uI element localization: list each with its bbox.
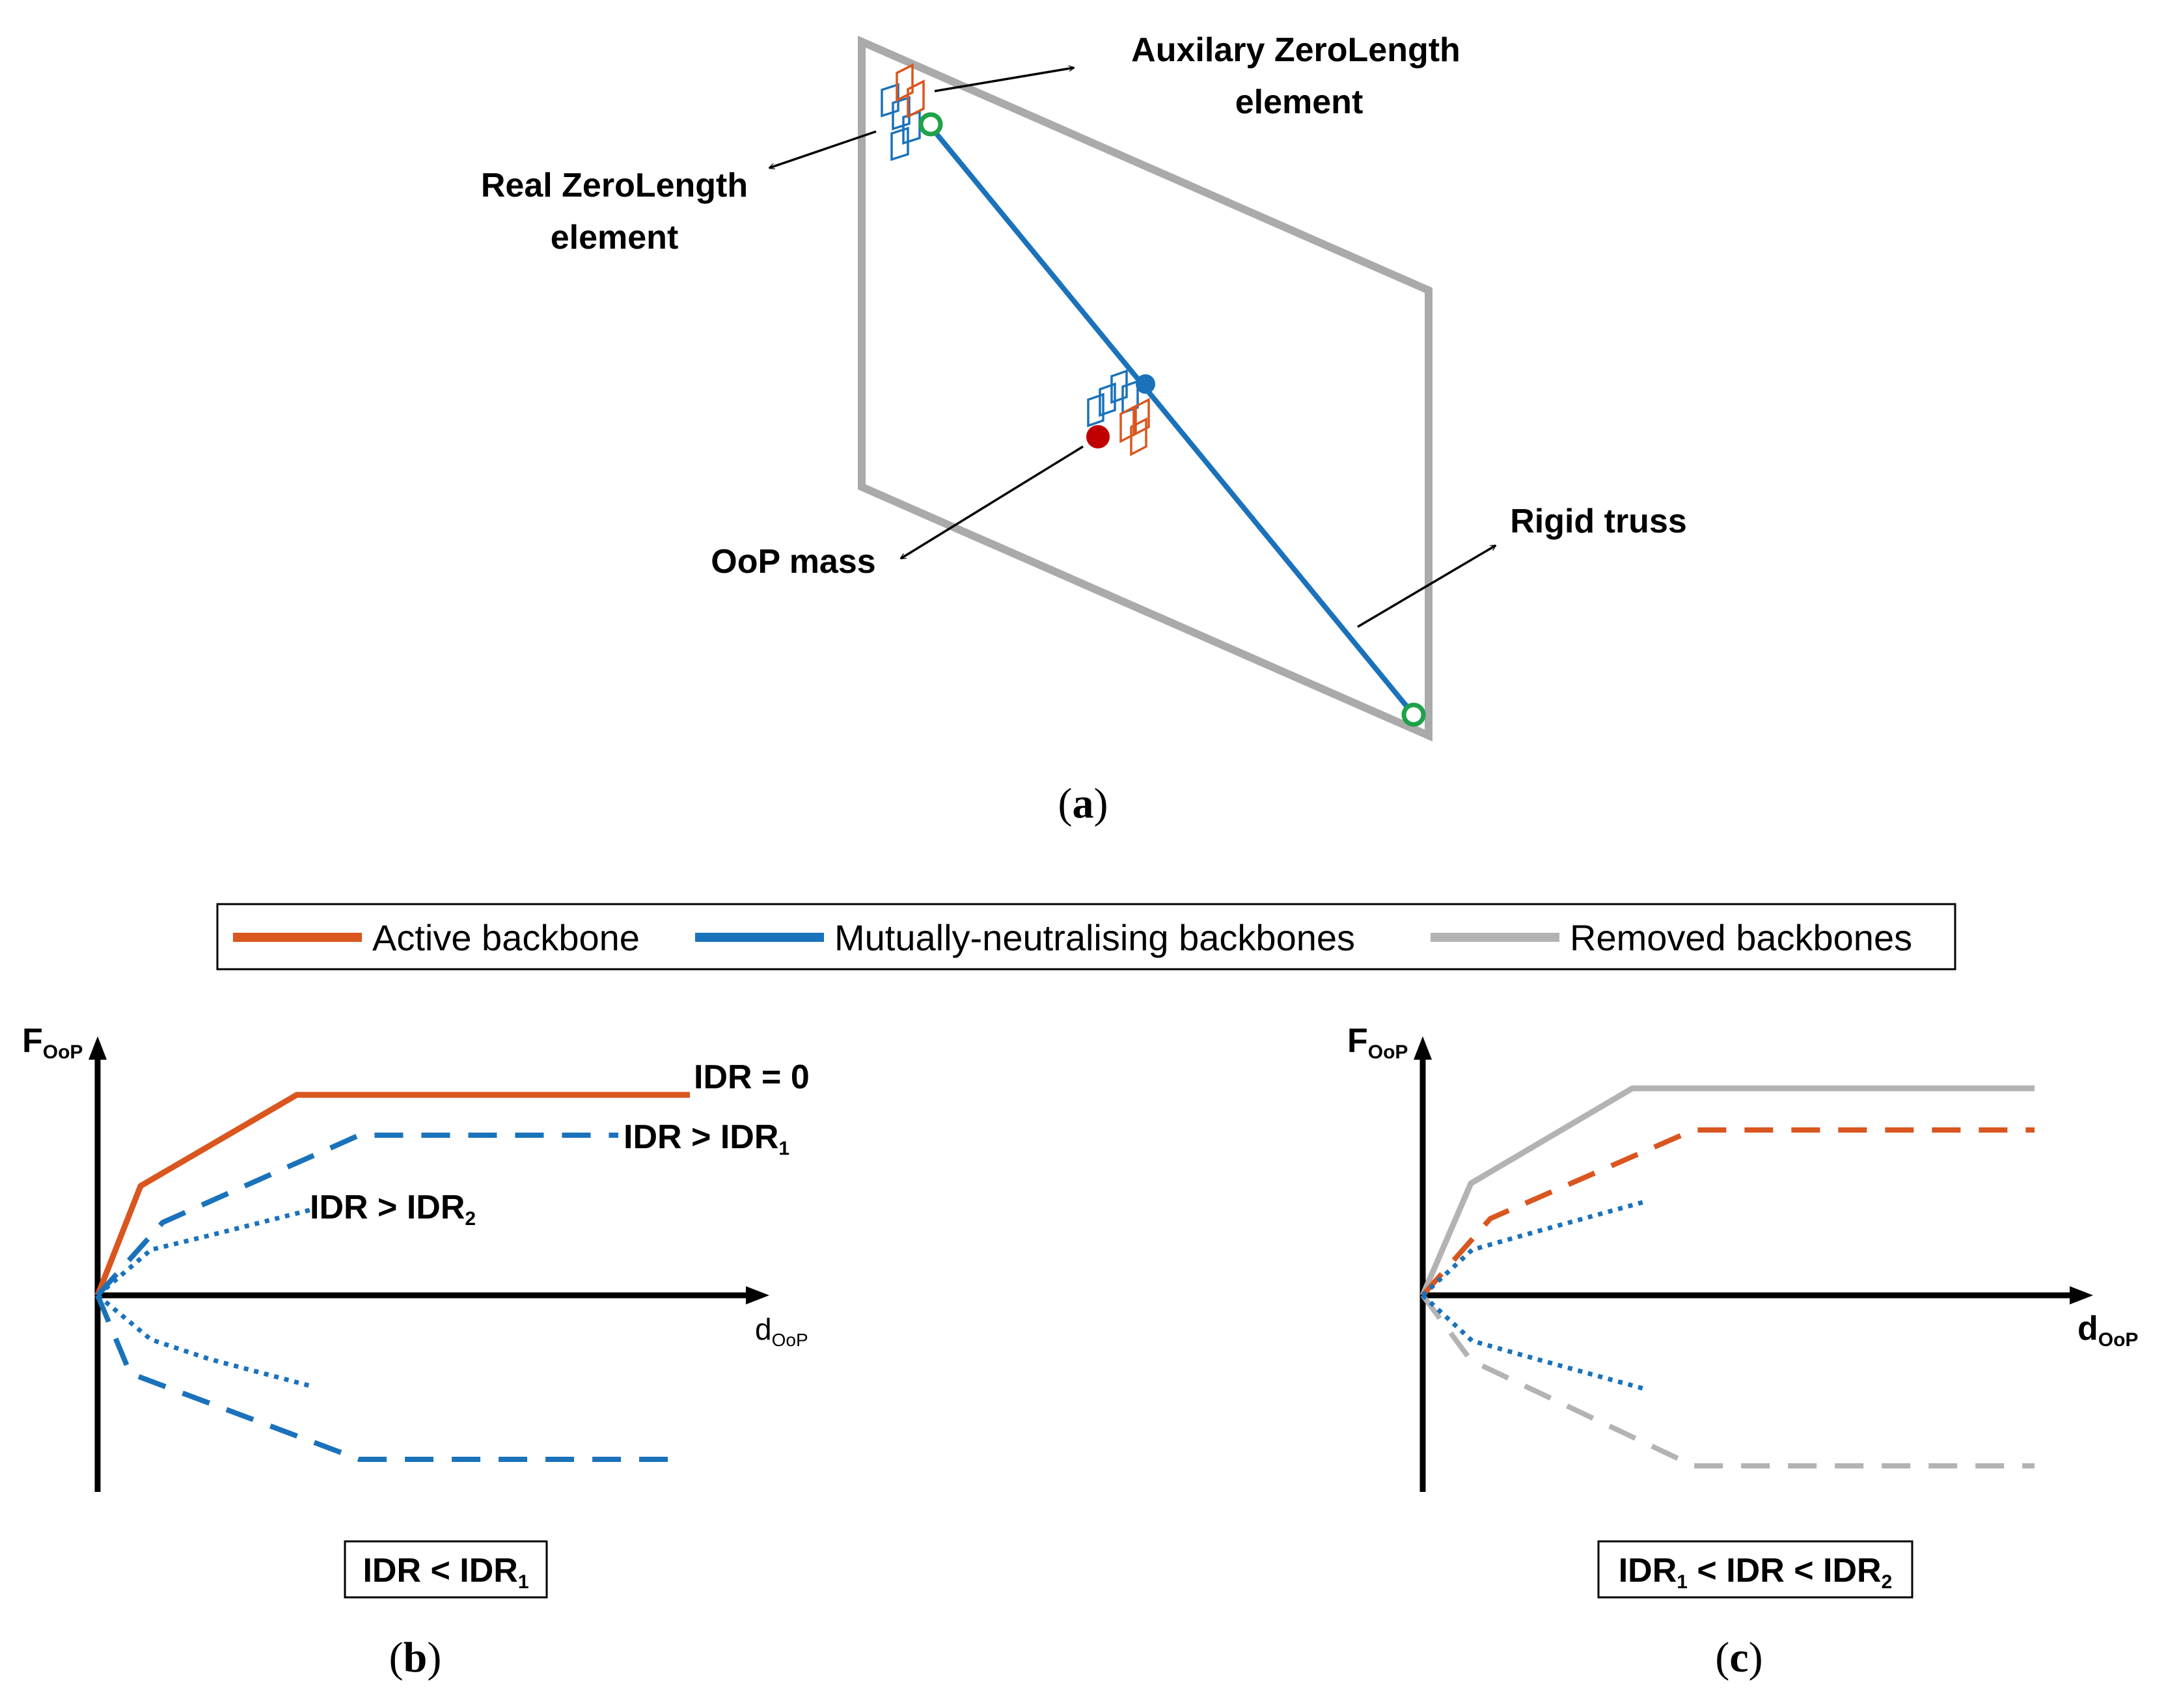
middle-real-zerolength-icon xyxy=(1087,369,1139,428)
panel-b-x-arrowhead xyxy=(746,1286,769,1304)
caption-a: (a) xyxy=(1058,780,1108,827)
legend-label-neutral: Mutually-neutralising backbones xyxy=(834,917,1355,958)
oop-mass-node xyxy=(1086,425,1110,448)
panel-b: FOoP dOoP IDR = 0 IDR > IDR1 IDR > IDR2 … xyxy=(22,1022,810,1681)
rigid-truss-label: Rigid truss xyxy=(1510,503,1687,540)
auxiliary-label-line2: element xyxy=(1235,83,1364,121)
panel-c-curve-neutral-upper xyxy=(1421,1199,1646,1297)
panel-c-y-label: FOoP xyxy=(1347,1022,1408,1063)
legend-label-removed: Removed backbones xyxy=(1570,917,1912,958)
panel-c-x-arrowhead xyxy=(2070,1286,2093,1304)
middle-auxiliary-zerolength-icon xyxy=(1119,398,1150,456)
panel-b-label-idr2: IDR > IDR2 xyxy=(310,1189,476,1230)
panel-b-label-idr1: IDR > IDR1 xyxy=(624,1118,789,1159)
top-node xyxy=(918,112,943,137)
panel-c-y-arrowhead xyxy=(1414,1036,1432,1060)
panel-b-curve-idr0 xyxy=(94,1092,690,1297)
real-label-line2: element xyxy=(551,219,679,256)
panel-c-curve-neutral-lower xyxy=(1421,1293,1646,1392)
real-label-line1: Real ZeroLength xyxy=(481,167,748,204)
panel-c-condition-box xyxy=(1597,1540,1913,1599)
panel-b-y-label: FOoP xyxy=(22,1022,83,1063)
oop-mass-pointer-arrow xyxy=(901,445,1084,560)
legend: Active backbone Mutually-neutralising ba… xyxy=(216,903,1956,971)
truss-mid-node xyxy=(1136,374,1155,394)
caption-c: (c) xyxy=(1715,1634,1762,1681)
panel-c-condition-text: IDR1 < IDR < IDR2 xyxy=(1619,1552,1893,1593)
real-zerolength-element-icon xyxy=(881,83,921,161)
panel-c-curve-removed-lower xyxy=(1420,1293,2035,1468)
panel-b-curve-idr2-lower xyxy=(96,1293,313,1389)
oop-mass-label: OoP mass xyxy=(711,543,875,581)
panel-b-label-idr0: IDR = 0 xyxy=(694,1058,810,1096)
auxiliary-label-line1: Auxilary ZeroLength xyxy=(1131,31,1460,69)
panel-b-condition-text: IDR < IDR1 xyxy=(363,1552,528,1593)
panel-b-curve-idr1-upper xyxy=(96,1133,618,1297)
auxiliary-pointer-arrow xyxy=(934,68,1074,92)
panel-b-y-arrowhead xyxy=(89,1036,107,1060)
panel-b-curve-idr1-lower xyxy=(95,1294,685,1462)
caption-b: (b) xyxy=(389,1634,442,1681)
auxiliary-zerolength-element-icon xyxy=(896,63,925,118)
legend-label-active: Active backbone xyxy=(372,917,640,958)
panel-c-x-label: dOoP xyxy=(2077,1310,2138,1351)
panel-c-curve-removed-upper xyxy=(1419,1085,2035,1297)
panel-c: FOoP dOoP IDR1 < IDR < IDR2 (c) xyxy=(1347,1022,2138,1681)
panel-b-curve-idr2-upper xyxy=(96,1207,313,1297)
panel-a: Auxilary ZeroLength element Real ZeroLen… xyxy=(481,31,1687,827)
legend-box xyxy=(216,903,1956,971)
panel-c-curve-active-upper xyxy=(1420,1127,2035,1297)
rigid-truss-pointer-arrow xyxy=(1357,544,1496,628)
panel-b-x-label: dOoP xyxy=(755,1312,808,1350)
panel-b-condition-box xyxy=(344,1540,548,1599)
rigid-truss-line xyxy=(926,122,1416,717)
bottom-node xyxy=(1401,702,1426,727)
wall-frame xyxy=(858,35,1433,742)
real-pointer-arrow xyxy=(769,130,877,168)
